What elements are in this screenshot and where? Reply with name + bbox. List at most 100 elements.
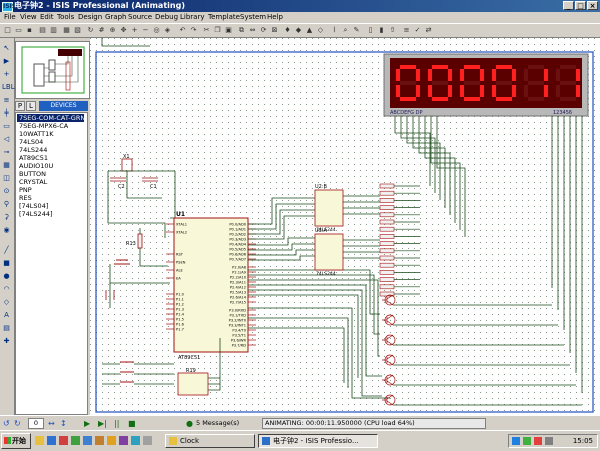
voltage-probe-icon[interactable]: ⚲	[2, 200, 11, 209]
menu-edit[interactable]: Edit	[40, 12, 54, 23]
terminal-icon[interactable]: ◁	[2, 135, 11, 144]
quicklaunch-app-icon[interactable]	[59, 436, 68, 445]
zoom-all-icon[interactable]: ◎	[152, 26, 161, 35]
tray-app2-icon[interactable]	[534, 437, 542, 445]
stop-button[interactable]: ■	[128, 416, 136, 431]
redo-icon[interactable]: ↷	[189, 26, 198, 35]
tape-recorder-icon[interactable]: ◫	[2, 174, 11, 183]
device-item[interactable]: 7SEG-COM-CAT-GRN	[17, 114, 84, 122]
menu-system[interactable]: System	[240, 12, 266, 23]
save-icon[interactable]: ▪	[25, 26, 34, 35]
text-script-icon[interactable]: ≡	[2, 96, 11, 105]
remove-sheet-icon[interactable]: ▮	[377, 26, 386, 35]
pick-devices-button[interactable]: P	[15, 101, 25, 111]
grid-icon[interactable]: #	[97, 26, 106, 35]
close-button[interactable]: ×	[587, 1, 598, 10]
make-device-icon[interactable]: ◆	[294, 26, 303, 35]
device-item[interactable]: BUTTON	[19, 170, 46, 178]
quicklaunch-app5-icon[interactable]	[107, 436, 116, 445]
block-rotate-icon[interactable]: ⟳	[259, 26, 268, 35]
new-sheet-icon[interactable]: ▯	[366, 26, 375, 35]
decompose-icon[interactable]: ◇	[316, 26, 325, 35]
menu-graph[interactable]: Graph	[105, 12, 126, 23]
menu-debug[interactable]: Debug	[155, 12, 178, 23]
zoom-out-icon[interactable]: −	[141, 26, 150, 35]
device-item[interactable]: AUDIO10U	[19, 162, 53, 170]
virtual-instrument-icon[interactable]: ◉	[2, 226, 11, 235]
pan-icon[interactable]: ✥	[119, 26, 128, 35]
packaging-icon[interactable]: ▲	[305, 26, 314, 35]
maximize-button[interactable]: □	[575, 1, 586, 10]
task-isis[interactable]: 电子钟2 - ISIS Professio...	[258, 434, 378, 448]
bus-icon[interactable]: ╪	[2, 109, 11, 118]
device-item[interactable]: 7SEG-MPX6-CA	[19, 122, 68, 130]
netlist-icon[interactable]: ⇄	[424, 26, 433, 35]
tray-network-icon[interactable]	[512, 437, 520, 445]
arc-2d-icon[interactable]: ◠	[2, 285, 11, 294]
origin-icon[interactable]: ⊕	[108, 26, 117, 35]
library-manager-button[interactable]: L	[26, 101, 36, 111]
generator-icon[interactable]: ⊙	[2, 187, 11, 196]
message-count[interactable]: 5 Message(s)	[196, 416, 239, 431]
device-item[interactable]: AT89C51	[19, 154, 48, 162]
selection-mode-icon[interactable]: ↖	[2, 44, 11, 53]
quicklaunch-app6-icon[interactable]	[119, 436, 128, 445]
box-2d-icon[interactable]: ■	[2, 259, 11, 268]
seven-segment-display[interactable]: ABCDEFG DP 123456	[384, 54, 588, 116]
flip-icon[interactable]: ↕	[60, 416, 67, 431]
menu-source[interactable]: Source	[128, 12, 152, 23]
device-item[interactable]: RES	[19, 194, 32, 202]
symbol-2d-icon[interactable]: ▤	[2, 324, 11, 333]
rotate-cw-icon[interactable]: ↻	[14, 416, 21, 431]
device-item[interactable]: [74LS04]	[19, 202, 48, 210]
block-delete-icon[interactable]: ⊠	[270, 26, 279, 35]
quicklaunch-folder-icon[interactable]	[35, 436, 44, 445]
mirror-icon[interactable]: ↔	[48, 416, 55, 431]
device-item[interactable]: 74LS244	[19, 146, 47, 154]
mcu-chip-u1[interactable]: U1 AT89C51 XTAL1XTAL2RSTPSENALEEAP1.0P1.…	[166, 211, 256, 361]
schematic-canvas[interactable]: ABCDEFG DP 123456 X1	[90, 38, 600, 415]
tray-volume-icon[interactable]	[545, 437, 553, 445]
overview-window[interactable]	[15, 41, 90, 99]
quicklaunch-app7-icon[interactable]	[131, 436, 140, 445]
quicklaunch-app4-icon[interactable]	[95, 436, 104, 445]
zoom-area-icon[interactable]: ◈	[163, 26, 172, 35]
area-icon[interactable]: ▧	[73, 26, 82, 35]
play-button[interactable]: ▶	[84, 416, 90, 431]
undo-icon[interactable]: ↶	[178, 26, 187, 35]
text-2d-icon[interactable]: A	[2, 311, 11, 320]
new-icon[interactable]: □	[3, 26, 12, 35]
export-icon[interactable]: ▥	[49, 26, 58, 35]
pause-button[interactable]: ||	[114, 416, 119, 431]
task-clock[interactable]: Clock	[165, 434, 255, 448]
tray-app-icon[interactable]	[523, 437, 531, 445]
menu-file[interactable]: File	[4, 12, 16, 23]
buffer-chip-u3[interactable]: U3:A 74LS244	[315, 228, 343, 277]
device-item[interactable]: 74LS04	[19, 138, 43, 146]
component-mode-icon[interactable]: ▶	[2, 57, 11, 66]
menu-template[interactable]: Template	[208, 12, 240, 23]
menu-view[interactable]: View	[20, 12, 37, 23]
path-2d-icon[interactable]: ◇	[2, 298, 11, 307]
line-2d-icon[interactable]: ╱	[2, 246, 11, 255]
erc-icon[interactable]: ✓	[413, 26, 422, 35]
junction-dot-icon[interactable]: +	[2, 70, 11, 79]
current-probe-icon[interactable]: ⚳	[2, 213, 11, 222]
quicklaunch-app8-icon[interactable]	[143, 436, 152, 445]
wire-autoroute-icon[interactable]: ⌇	[330, 26, 339, 35]
redraw-icon[interactable]: ↻	[86, 26, 95, 35]
block-move-icon[interactable]: ⇔	[248, 26, 257, 35]
buffer-chip-u2[interactable]: U2:B 74LS244	[315, 184, 343, 233]
rotate-ccw-icon[interactable]: ↺	[3, 416, 10, 431]
menu-tools[interactable]: Tools	[57, 12, 74, 23]
device-item[interactable]: PNP	[19, 186, 32, 194]
device-pin-icon[interactable]: ⊸	[2, 148, 11, 157]
open-icon[interactable]: ▭	[14, 26, 23, 35]
cut-icon[interactable]: ✂	[202, 26, 211, 35]
start-button[interactable]: 开始	[1, 433, 31, 449]
pick-device-icon[interactable]: ♦	[283, 26, 292, 35]
step-button[interactable]: ▶|	[98, 416, 107, 431]
copy-icon[interactable]: ❐	[213, 26, 222, 35]
search-icon[interactable]: ⌕	[341, 26, 350, 35]
rotation-field[interactable]: 0	[28, 418, 44, 429]
